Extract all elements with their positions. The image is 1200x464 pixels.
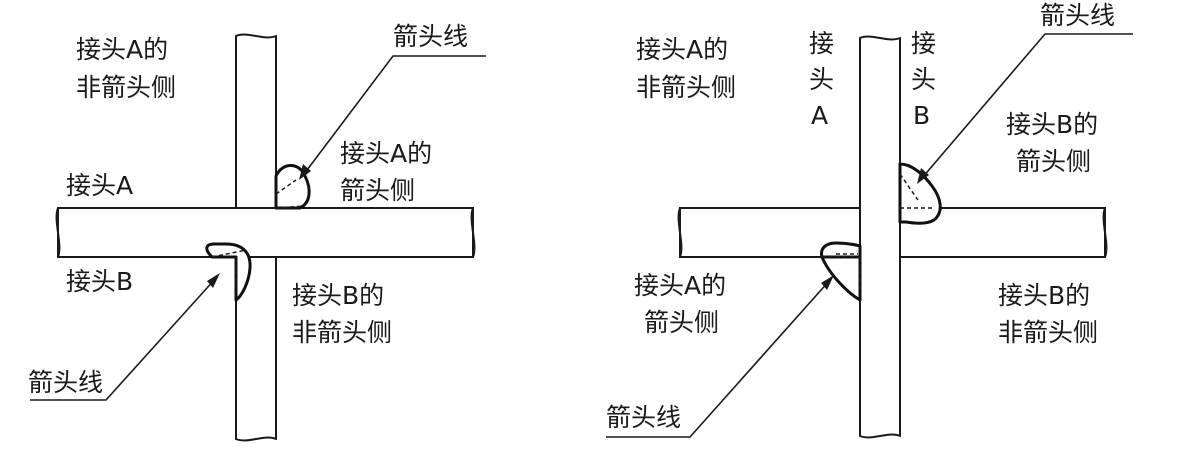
- right-label-joint-b-vertical-1: 接: [911, 29, 936, 58]
- left-label-arrow-line-top: 箭头线: [393, 22, 468, 51]
- right-weld-a: [820, 241, 862, 302]
- left-label-arrow-line-bottom: 箭头线: [28, 368, 103, 397]
- right-label-b-arrow-side-2: 箭头侧: [1016, 147, 1091, 176]
- right-arrow-line-bottom: [606, 279, 831, 438]
- right-label-arrow-line-bottom: 箭头线: [606, 403, 681, 432]
- left-weld-b: [205, 242, 252, 302]
- left-label-a-arrow-side-1: 接头A的: [340, 139, 432, 168]
- left-figure: 接头A 接头B 接头A的 非箭头侧 接头A的 箭头侧 接头B的 非箭头侧 箭头线…: [28, 22, 486, 442]
- left-label-b-other-side-2: 非箭头侧: [292, 318, 392, 347]
- left-arrow-line-bottom: [30, 277, 217, 401]
- right-figure: 接头A的 非箭头侧 接 头 A 接 头 B 接头B的 箭头侧 接头A的 箭头侧 …: [606, 1, 1133, 439]
- left-label-a-other-side-2: 非箭头侧: [76, 73, 176, 102]
- right-label-joint-b-vertical-2: 头: [911, 65, 936, 94]
- left-arrow-line-top: [303, 55, 486, 175]
- left-arrowhead-bottom: [207, 273, 220, 288]
- left-label-a-arrow-side-2: 箭头侧: [340, 176, 415, 205]
- right-arrowhead-top: [917, 168, 929, 184]
- right-vertical-member: [859, 35, 901, 439]
- left-label-joint-a: 接头A: [66, 171, 133, 200]
- right-label-a-arrow-side-1: 接头A的: [634, 271, 726, 300]
- right-label-b-arrow-side-1: 接头B的: [1006, 110, 1098, 139]
- right-label-arrow-line-top: 箭头线: [1040, 1, 1115, 30]
- right-label-a-arrow-side-2: 箭头侧: [644, 308, 719, 337]
- left-label-b-other-side-1: 接头B的: [292, 281, 384, 310]
- right-label-b-other-side-2: 非箭头侧: [998, 318, 1098, 347]
- right-label-joint-a-vertical-1: 接: [809, 29, 834, 58]
- right-label-b-other-side-1: 接头B的: [998, 281, 1090, 310]
- right-label-joint-a-vertical-2: 头: [809, 65, 834, 94]
- left-label-joint-b: 接头B: [66, 267, 133, 296]
- left-arrowhead-top: [299, 164, 311, 180]
- right-label-a-other-side-2: 非箭头侧: [636, 73, 736, 102]
- right-arrowhead-bottom: [821, 275, 834, 290]
- left-horizontal-member: [57, 207, 474, 258]
- right-label-joint-b-vertical-3: B: [913, 101, 930, 130]
- right-arrow-line-top: [921, 33, 1133, 179]
- left-label-a-other-side-1: 接头A的: [76, 35, 168, 64]
- right-label-a-other-side-1: 接头A的: [636, 35, 728, 64]
- right-label-joint-a-vertical-3: A: [811, 101, 828, 130]
